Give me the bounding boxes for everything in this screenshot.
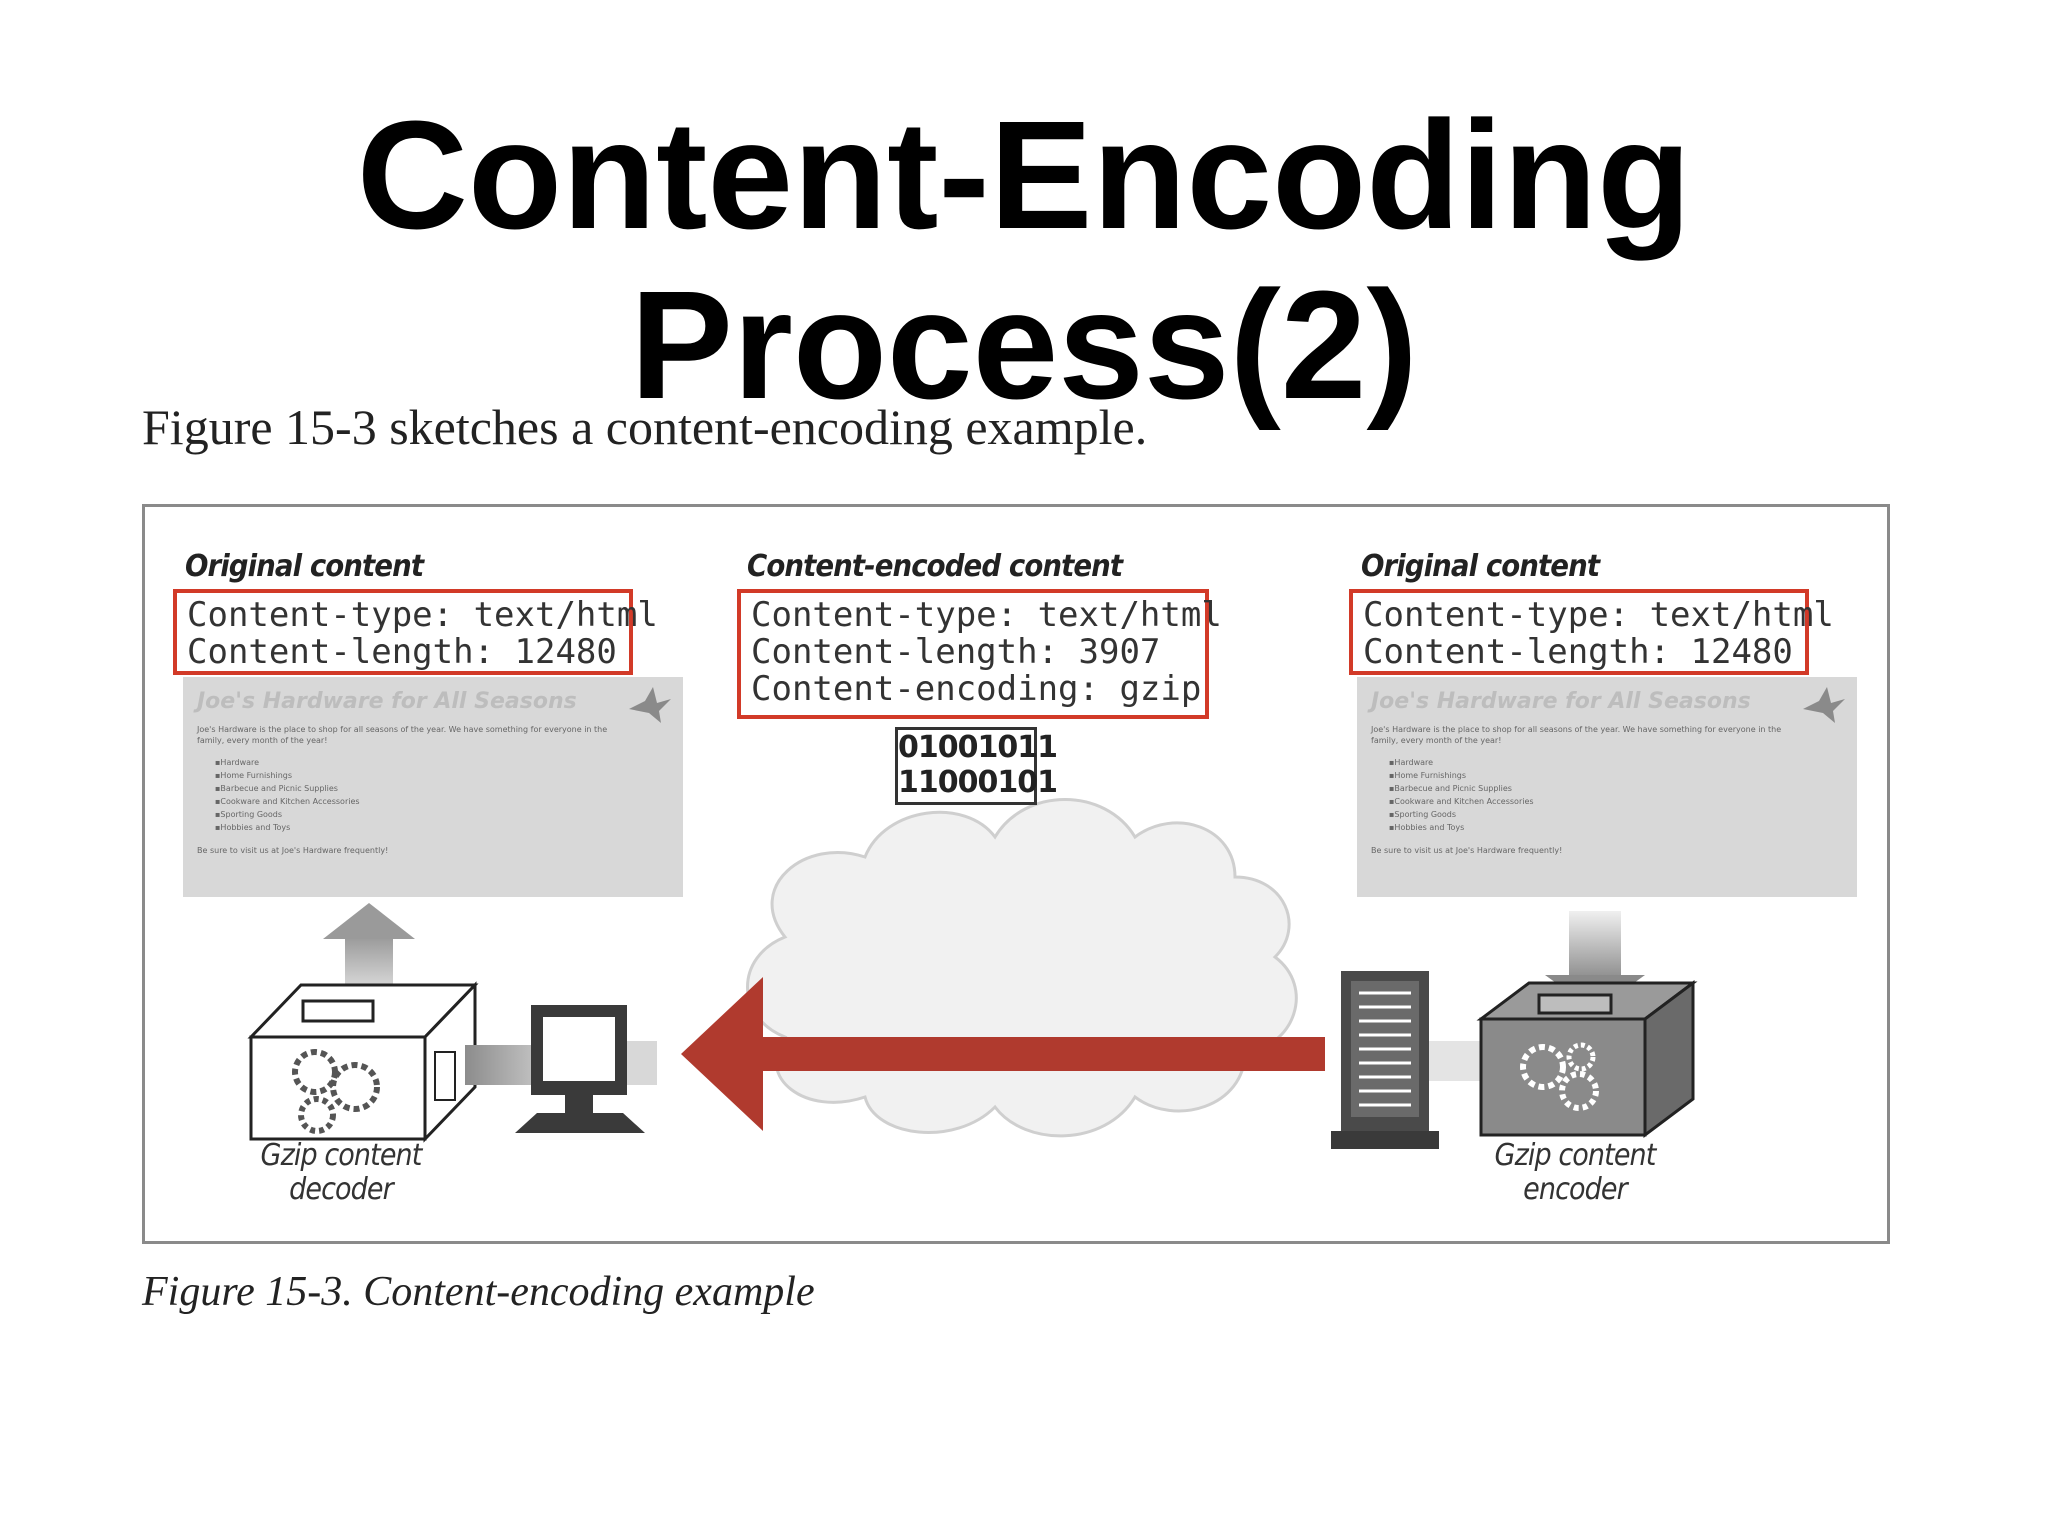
internet-cloud-icon [746,798,1298,1138]
decoder-label-line2: decoder [289,1172,394,1207]
web-page-footer: Be sure to visit us at Joe's Hardware fr… [1371,846,1563,855]
right-header-box: Content-type: text/html Content-length: … [1349,589,1834,675]
left-panel-heading: Original content [185,549,424,584]
server-icon [1331,971,1439,1149]
list-item: Sporting Goods [1389,808,1843,821]
list-item: Home Furnishings [215,769,669,782]
right-content-type: Content-type: text/html [1363,595,1834,635]
list-item: Hardware [215,756,669,769]
slide-title-line2: Process(2) [630,259,1418,431]
web-page-list: Hardware Home Furnishings Barbecue and P… [215,756,669,834]
slide-title-line1: Content-Encoding [356,89,1692,261]
encoded-binary-box: 01001011 11000101 [895,727,1058,805]
intro-text: Figure 15-3 sketches a content-encoding … [142,399,1148,455]
web-page-title: Joe's Hardware for All Seasons [197,689,577,714]
left-content-length: Content-length: 12480 [187,632,617,672]
middle-content-type: Content-type: text/html [751,595,1222,635]
list-item: Barbecue and Picnic Supplies [1389,782,1843,795]
client-computer-icon [515,1005,657,1133]
list-item: Home Furnishings [1389,769,1843,782]
left-header-box: Content-type: text/html Content-length: … [173,589,658,675]
encoder-label-line2: encoder [1523,1172,1628,1207]
web-page-list: Hardware Home Furnishings Barbecue and P… [1389,756,1843,834]
figure-15-3: Original content Content-type: text/html… [142,504,1890,1244]
gzip-decoder-box-icon [247,981,479,1143]
data-flow-arrow-icon [681,977,1325,1131]
right-content-length: Content-length: 12480 [1363,632,1793,672]
list-item: Barbecue and Picnic Supplies [215,782,669,795]
web-page-intro: Joe's Hardware is the place to shop for … [1371,725,1782,745]
list-item: Hobbies and Toys [1389,821,1843,834]
list-item: Sporting Goods [215,808,669,821]
middle-content-length: Content-length: 3907 [751,632,1161,672]
binary-line-1: 01001011 [898,730,1058,765]
figure-caption: Figure 15-3. Content-encoding example [142,1269,815,1315]
left-content-type: Content-type: text/html [187,595,658,635]
diagram-graphics [247,798,1698,1149]
middle-content-encoding: Content-encoding: gzip [751,669,1202,709]
list-item: Cookware and Kitchen Accessories [215,795,669,808]
right-web-page: Joe's Hardware for All Seasons Joe's Har… [1357,677,1857,897]
encoder-label-line1: Gzip content [1494,1138,1657,1173]
web-page-title: Joe's Hardware for All Seasons [1371,689,1751,714]
encoder-label: Gzip content encoder [1485,1139,1665,1207]
web-page-intro: Joe's Hardware is the place to shop for … [197,725,608,745]
binary-line-2: 11000101 [898,765,1058,800]
bird-logo-icon [629,687,671,723]
decoder-label-line1: Gzip content [260,1138,423,1173]
decoder-label: Gzip content decoder [251,1139,431,1207]
left-web-page: Joe's Hardware for All Seasons Joe's Har… [183,677,683,897]
middle-header-box: Content-type: text/html Content-length: … [737,589,1222,719]
list-item: Hobbies and Toys [215,821,669,834]
right-panel-heading: Original content [1361,549,1600,584]
bird-logo-icon [1803,687,1845,723]
list-item: Hardware [1389,756,1843,769]
web-page-footer: Be sure to visit us at Joe's Hardware fr… [197,846,389,855]
encoder-to-server-beam [1429,1041,1489,1081]
list-item: Cookware and Kitchen Accessories [1389,795,1843,808]
middle-panel-heading: Content-encoded content [747,549,1123,584]
gzip-encoder-box-icon [1476,980,1698,1138]
